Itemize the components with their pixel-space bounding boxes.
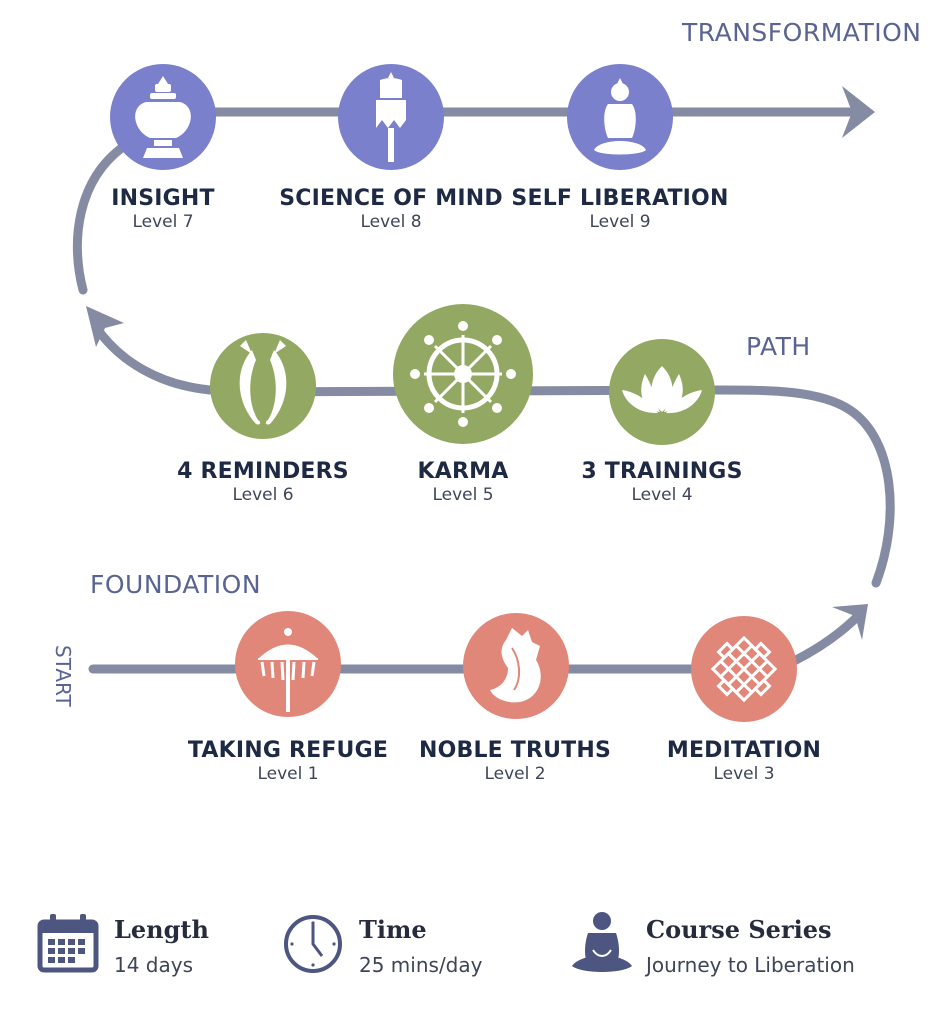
level-title: MEDITATION [666, 738, 822, 763]
level-7-label: INSIGHT Level 7 [111, 186, 215, 232]
victory-banner-icon [376, 72, 406, 162]
level-number: Level 9 [589, 212, 651, 232]
buddha-icon [594, 78, 646, 155]
lotus-icon [622, 366, 702, 414]
stage-foundation: FOUNDATION [90, 570, 262, 599]
level-1-node[interactable] [235, 611, 341, 717]
level-3-label: MEDITATION Level 3 [667, 738, 821, 784]
info-length-value: 14 days [114, 953, 194, 977]
level-1-label: TAKING REFUGE Level 1 [188, 738, 388, 784]
meditator-icon [572, 912, 632, 972]
arrowhead-right [842, 86, 875, 138]
arrowheads [86, 86, 875, 640]
info-time-value: 25 mins/day [359, 953, 483, 977]
dharma-wheel-icon [410, 321, 516, 427]
level-8-label: SCIENCE OF MIND Level 8 [279, 186, 503, 232]
level-number: Level 3 [713, 764, 775, 784]
level-9-label: SELF LIBERATION Level 9 [511, 186, 728, 232]
level-number: Level 5 [432, 485, 494, 505]
info-series-value: Journey to Liberation [646, 953, 855, 977]
level-title: SELF LIBERATION [511, 186, 729, 211]
level-title: TAKING REFUGE [187, 738, 389, 763]
calendar-icon [37, 914, 99, 973]
level-number: Level 2 [484, 764, 546, 784]
conch-shell-icon [490, 628, 541, 703]
clock-icon [284, 915, 342, 973]
stage-path: PATH [746, 332, 811, 361]
treasure-vase-icon [135, 76, 191, 158]
arrowhead-path [832, 604, 868, 640]
level-8-node[interactable] [338, 64, 444, 170]
stage-start: START [51, 645, 75, 707]
level-2-node[interactable] [463, 613, 569, 719]
level-5-node[interactable] [393, 304, 533, 444]
level-title: KARMA [417, 459, 509, 484]
level-4-node[interactable] [609, 339, 715, 445]
level-number: Level 1 [257, 764, 319, 784]
level-title: SCIENCE OF MIND [279, 186, 503, 211]
level-5-label: KARMA Level 5 [418, 459, 509, 505]
level-6-label: 4 REMINDERS Level 6 [177, 459, 349, 505]
level-6-node[interactable] [210, 333, 316, 439]
info-length-title: Length [114, 915, 209, 944]
arrowhead-left [86, 306, 124, 347]
endless-knot-icon [710, 635, 778, 703]
info-series-title: Course Series [646, 915, 832, 944]
level-7-node[interactable] [110, 64, 216, 170]
level-title: 4 REMINDERS [177, 459, 349, 484]
golden-fish-icon [239, 340, 287, 425]
level-title: 3 TRAININGS [581, 459, 743, 484]
level-3-node[interactable] [691, 616, 797, 722]
info-time: Time 25 mins/day [285, 912, 525, 982]
level-title: NOBLE TRUTHS [418, 738, 612, 763]
level-9-node[interactable] [567, 64, 673, 170]
info-length: Length 14 days [40, 912, 240, 982]
level-number: Level 8 [360, 212, 422, 232]
stage-transformation: TRANSFORMATION [682, 18, 922, 47]
parasol-icon [258, 628, 318, 712]
level-number: Level 4 [631, 485, 693, 505]
level-number: Level 7 [132, 212, 194, 232]
level-number: Level 6 [232, 485, 294, 505]
info-time-title: Time [359, 915, 427, 944]
level-title: INSIGHT [111, 186, 215, 211]
level-4-label: 3 TRAININGS Level 4 [581, 459, 742, 505]
level-2-label: NOBLE TRUTHS Level 2 [419, 738, 611, 784]
info-series: Course Series Journey to Liberation [572, 912, 912, 982]
